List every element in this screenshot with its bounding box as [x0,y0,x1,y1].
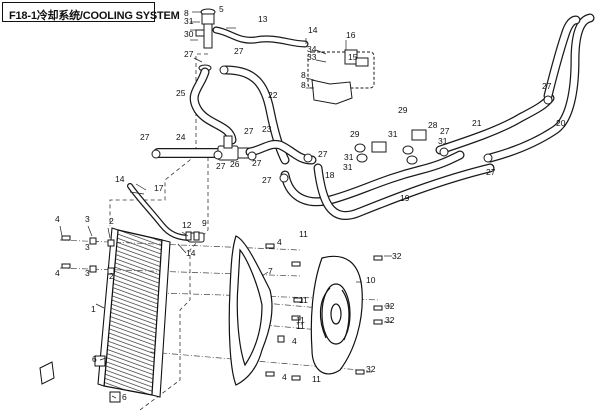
callout-1: 1 [91,304,96,314]
callout-34: 34 [307,44,317,54]
expansion-tank [307,49,375,105]
callout-27: 27 [140,132,150,142]
callout-29: 29 [350,129,360,139]
callout-14: 14 [186,248,196,258]
diagram-title-box: F18-1冷却系统/COOLING SYSTEM [2,2,180,22]
hose-upper-right [543,15,581,101]
alignment-line [149,351,361,371]
hose-18 [280,150,465,207]
callout-32: 32 [392,251,402,261]
callout-6: 6 [92,354,97,364]
callout-22: 22 [268,90,278,100]
radiator-cap [195,8,216,72]
radiator [39,227,171,403]
callout-4: 4 [282,372,287,382]
callout-23: 23 [262,124,272,134]
hose-23 [245,139,317,165]
callout-17: 17 [154,183,164,193]
dashed-outline [109,53,208,226]
leader-lines [59,11,392,399]
diagram-title: F18-1冷却系统/COOLING SYSTEM [9,10,180,22]
callout-8: 8 [301,70,306,80]
callout-33: 33 [307,52,317,62]
callout-11: 11 [299,295,308,305]
callout-20: 20 [556,118,566,128]
hose-25 [189,67,237,145]
callout-7: 7 [268,266,273,276]
callout-24: 24 [176,132,186,142]
callout-8: 8 [184,8,189,18]
callout-27: 27 [440,126,450,136]
callout-27: 27 [184,49,194,59]
hose-20 [485,13,595,163]
callout-14: 14 [115,174,125,184]
callout-27: 27 [216,161,226,171]
callout-4: 4 [55,268,60,278]
hose-21 [435,93,555,155]
callout-25: 25 [176,88,186,98]
callout-11: 11 [296,315,305,325]
callout-8: 8 [301,80,306,90]
callout-11: 11 [299,229,308,239]
callout-16: 16 [346,30,356,40]
callout-19: 19 [400,193,410,203]
callout-21: 21 [472,118,482,128]
tee-fitting [217,135,251,161]
callout-27: 27 [234,46,244,56]
callout-2: 2 [109,216,114,226]
hose-13 [212,26,309,48]
callout-3: 3 [85,242,90,252]
hose-clamps [151,65,553,183]
callout-27: 27 [244,126,254,136]
callout-27: 27 [486,167,496,177]
callout-4: 4 [292,336,297,346]
callout-4: 4 [55,214,60,224]
callout-13: 13 [258,14,268,24]
callout-6: 6 [122,392,127,402]
hose-17 [127,183,191,241]
callout-27: 27 [542,81,552,91]
callout-10: 10 [366,275,376,285]
callout-32: 32 [385,315,395,325]
bolts [61,231,383,381]
callout-31: 31 [438,136,448,146]
callout-9: 9 [202,218,207,228]
callout-31: 31 [344,152,354,162]
callout-2: 2 [109,271,114,281]
callout-14: 14 [308,25,318,35]
callout-27: 27 [262,175,272,185]
callout-29: 29 [398,105,408,115]
hose-19 [313,163,495,220]
dashed-outline [139,150,209,411]
cooling-fan [310,255,363,375]
callout-12: 12 [182,220,192,230]
callout-31: 31 [184,16,194,26]
callout-18: 18 [325,170,335,180]
callout-32: 32 [366,364,376,374]
callout-30: 30 [184,29,194,39]
callout-27: 27 [318,149,328,159]
callout-31: 31 [388,129,398,139]
callout-3: 3 [85,214,90,224]
callout-4: 4 [277,237,282,247]
fan-shroud [228,235,273,386]
callout-5: 5 [219,4,224,14]
alignment-line [59,239,301,251]
callout-26: 26 [230,159,240,169]
callout-28: 28 [428,120,438,130]
callout-11: 11 [312,374,321,384]
callout-11: 11 [296,321,305,331]
callout-32: 32 [385,301,395,311]
callout-27: 27 [252,158,262,168]
callout-3: 3 [85,268,90,278]
pipe-fittings [354,129,427,165]
callout-31: 31 [343,162,353,172]
callout-15: 15 [348,52,358,62]
